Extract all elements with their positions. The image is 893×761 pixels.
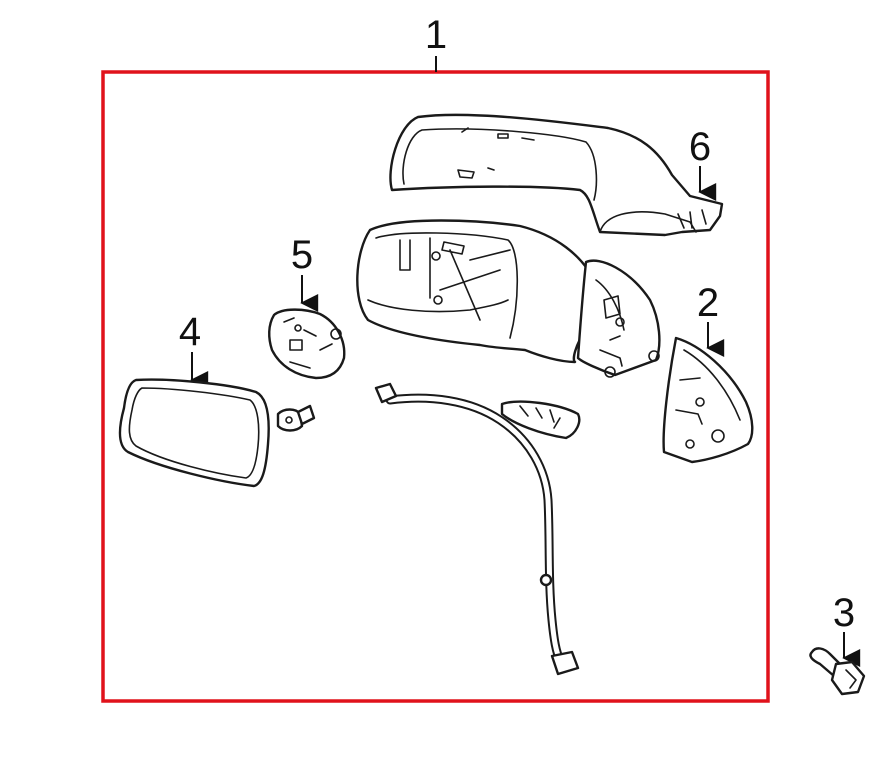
- actuator-part: [268, 308, 346, 380]
- wire-harness-part: [374, 382, 580, 676]
- pivot-screw-part: [276, 404, 316, 432]
- signal-lamp-part: [500, 400, 581, 440]
- mirror-glass-part: [118, 378, 270, 488]
- bolt-part: [809, 647, 866, 696]
- callout-5: 5: [291, 233, 313, 277]
- callout-2: 2: [697, 281, 719, 325]
- callout-6: 6: [689, 125, 711, 169]
- scalp-cover-part: [389, 113, 724, 237]
- callout-3: 3: [833, 591, 855, 635]
- housing-back-cover-part: [662, 336, 754, 464]
- mirror-housing-part: [356, 219, 661, 378]
- callout-1: 1: [425, 13, 447, 57]
- callout-4: 4: [179, 310, 201, 354]
